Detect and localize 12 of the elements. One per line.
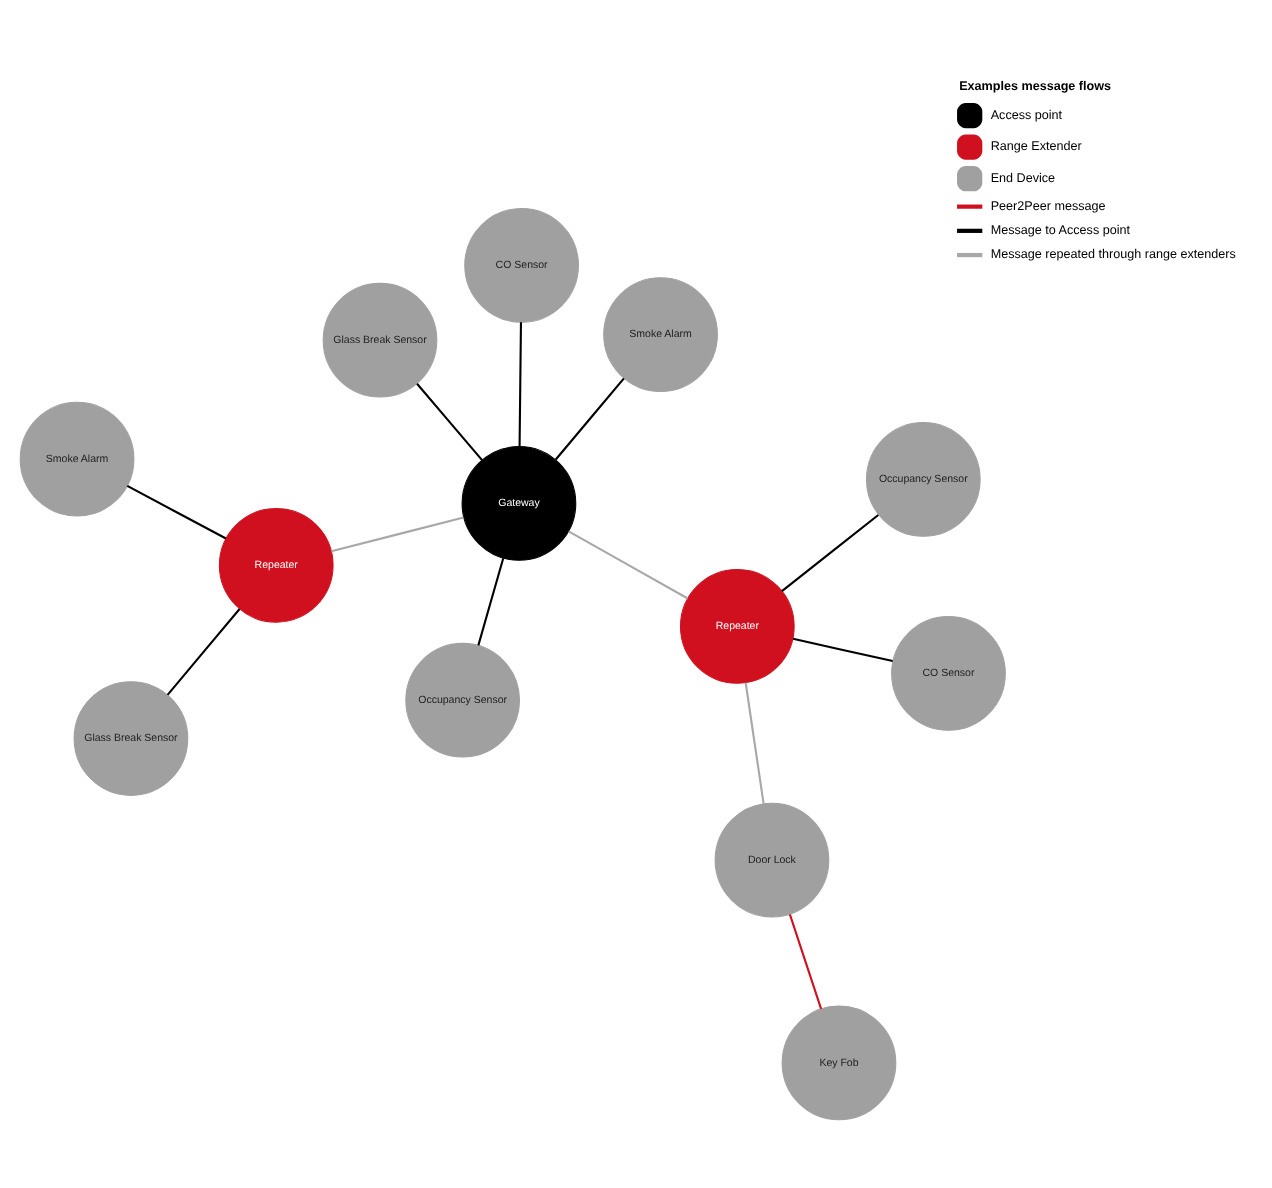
connector bbox=[331, 516, 464, 553]
connector bbox=[126, 485, 227, 540]
connector bbox=[477, 557, 505, 646]
connector bbox=[554, 377, 625, 461]
connector bbox=[416, 383, 483, 461]
connector bbox=[781, 514, 879, 592]
connector bbox=[788, 914, 823, 1010]
connector bbox=[166, 608, 241, 696]
connector bbox=[518, 322, 523, 447]
connector bbox=[568, 530, 689, 600]
connector bbox=[792, 637, 893, 663]
connector bbox=[744, 682, 765, 804]
